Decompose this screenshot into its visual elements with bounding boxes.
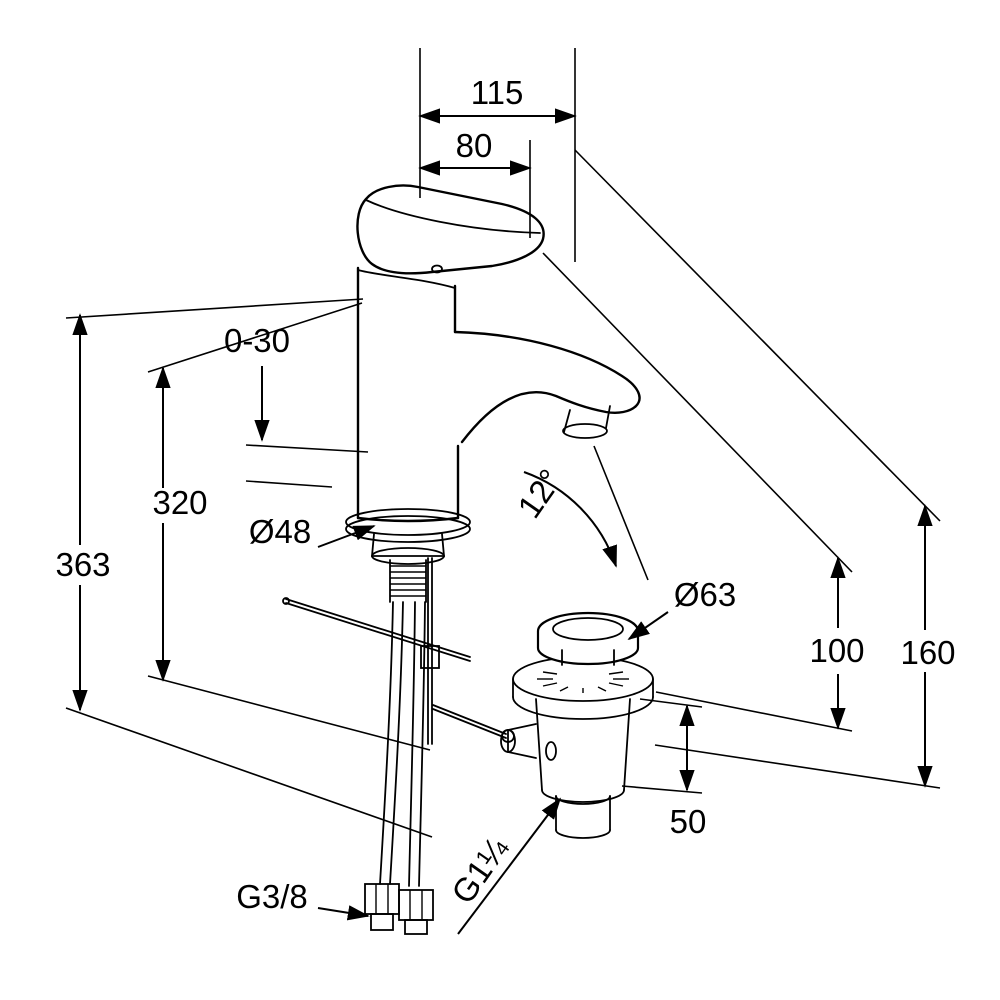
dim-label-320: 320 (152, 484, 207, 521)
dim-label-0-30: 0-30 (224, 322, 290, 359)
faucet-spout (453, 330, 641, 444)
leader-g38 (317, 905, 370, 921)
hose-nut (364, 883, 400, 915)
angle-arc-12deg (523, 471, 617, 568)
dim-label-diameter-63: Ø63 (674, 576, 736, 613)
dim-label-g114: G1¼ (444, 830, 516, 910)
hose-nut (398, 889, 434, 921)
pop-up-waste (500, 611, 654, 839)
dim-label-160: 160 (900, 634, 955, 671)
dim-label-angle-12: 12° (510, 462, 569, 524)
waste-grate (537, 671, 629, 693)
dimension-labels: 115 80 0-30 320 363 Ø48 12° Ø63 100 160 … (55, 74, 955, 915)
dimension-lines (72, 108, 933, 935)
dim-label-115: 115 (471, 74, 524, 111)
dim-label-80: 80 (456, 127, 493, 164)
aerator (562, 423, 608, 439)
faucet (282, 184, 654, 935)
supply-hoses (364, 601, 434, 935)
faucet-handle (356, 184, 545, 275)
dim-label-50: 50 (670, 803, 707, 840)
pop-up-linkage (282, 557, 515, 745)
waste-push-cap (536, 611, 640, 666)
mounting-base (345, 508, 471, 603)
leader-g114 (457, 797, 562, 935)
faucet-body (356, 266, 460, 523)
dim-label-g38: G3/8 (236, 878, 308, 915)
leader-diameter-63 (627, 611, 669, 641)
leader-diameter-48 (317, 525, 376, 548)
dim-label-100: 100 (809, 632, 864, 669)
projection-lines (65, 48, 941, 838)
dim-label-diameter-48: Ø48 (249, 513, 311, 550)
dim-label-363: 363 (55, 546, 110, 583)
overflow-hole (545, 741, 557, 761)
